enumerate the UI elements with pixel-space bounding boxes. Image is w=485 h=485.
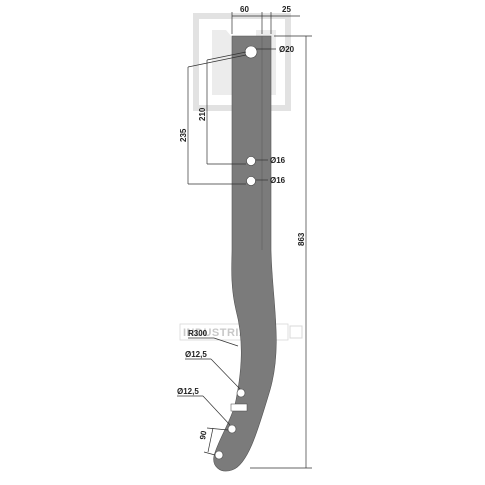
svg-text:Ø16: Ø16: [270, 176, 286, 185]
svg-text:235: 235: [179, 128, 188, 142]
hole-low-1: [236, 388, 246, 398]
notch: [230, 403, 248, 412]
dim-spacing-210: 210: [198, 51, 247, 165]
dim-total-length: 863: [250, 35, 312, 469]
dim-spacing-low: 90: [198, 427, 229, 456]
watermark-text: INDUSTRIAL: [179, 323, 303, 341]
dim-spacing-235: 235: [179, 54, 247, 185]
dim-thickness: 25: [262, 5, 300, 34]
svg-text:25: 25: [282, 5, 291, 14]
svg-text:863: 863: [297, 232, 306, 246]
svg-text:Ø12,5: Ø12,5: [177, 387, 199, 396]
dim-hole-mid-1: Ø16: [256, 156, 286, 165]
dim-hole-low-1: Ø12,5: [185, 350, 241, 390]
dim-hole-top: Ø20: [256, 45, 295, 54]
hole-mid-1: [246, 156, 256, 166]
svg-text:Ø12,5: Ø12,5: [185, 350, 207, 359]
svg-text:60: 60: [240, 5, 249, 14]
hole-low-2: [227, 424, 237, 434]
svg-text:Ø20: Ø20: [279, 45, 295, 54]
svg-text:90: 90: [198, 429, 209, 440]
svg-text:Ø16: Ø16: [270, 156, 286, 165]
hole-mid-2: [246, 176, 256, 186]
dim-radius: R300: [188, 329, 239, 347]
shank-body: [213, 35, 277, 472]
svg-text:INDUSTRIAL: INDUSTRIAL: [183, 327, 255, 339]
dim-hole-mid-2: Ø16: [256, 176, 286, 185]
hole-low-3: [214, 450, 224, 460]
dim-width-top: 60: [231, 5, 263, 34]
dim-hole-low-2: Ø12,5: [177, 387, 231, 426]
hole-top: [244, 45, 258, 59]
svg-text:R300: R300: [188, 329, 208, 338]
svg-text:210: 210: [198, 107, 207, 121]
